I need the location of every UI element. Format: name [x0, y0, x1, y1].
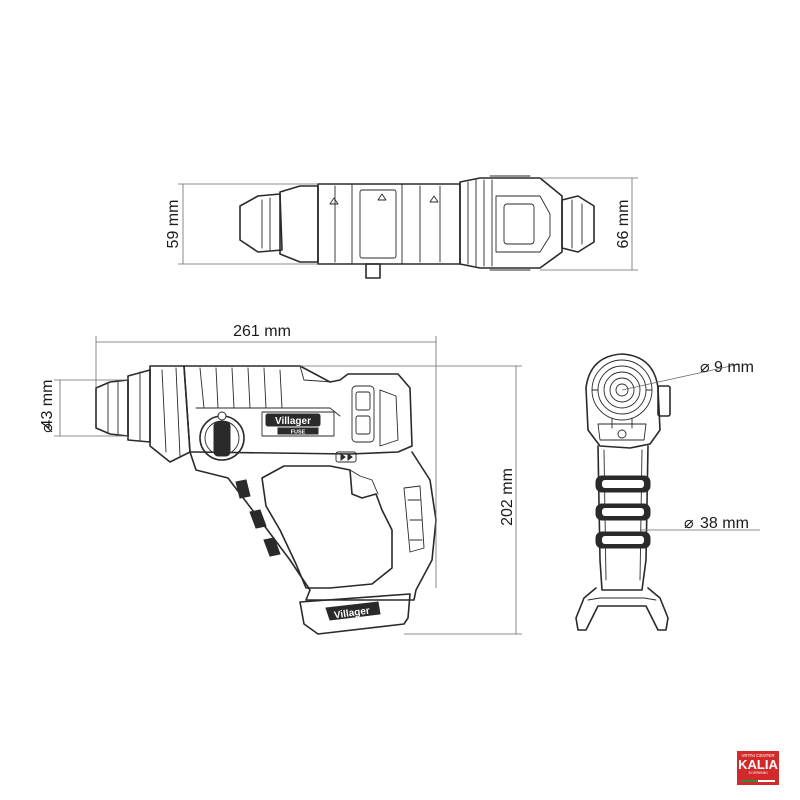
brand-label-base: Villager [333, 606, 370, 622]
front-view [575, 353, 671, 631]
diameter-symbol-grip: ⌀ [684, 515, 694, 532]
dim-grip-diameter-label: 38 mm [700, 515, 749, 532]
store-logo: VRTNI CENTER KALIA SI VERHNIKI [737, 751, 779, 785]
top-view-dimensions [178, 177, 638, 271]
dim-height-label: 202 mm [499, 468, 516, 526]
diameter-symbol-chuck: ⌀ [39, 423, 56, 433]
dim-bit-diameter-label: 9 mm [714, 359, 754, 376]
side-view-dimensions [54, 336, 522, 635]
brand-label-side: Villager [275, 416, 311, 427]
dim-top-height-rear-label: 66 mm [615, 200, 632, 249]
series-label-box [277, 427, 319, 435]
side-view: Villager FUSE Villager [95, 365, 437, 635]
dim-chuck-diameter: ⌀ 43 mm [39, 380, 56, 433]
logo-line3: SI VERHNIKI [748, 771, 768, 775]
diameter-symbol-bit: ⌀ [700, 359, 710, 376]
front-view-dimensions [621, 363, 760, 531]
dim-top-height-label: 59 mm [165, 200, 182, 249]
logo-stripe [741, 780, 775, 782]
dim-chuck-diameter-label: 43 mm [39, 380, 56, 429]
top-view [239, 175, 595, 279]
series-label: FUSE [291, 430, 306, 436]
dim-length-label: 261 mm [233, 323, 291, 340]
logo-line2: KALIA [738, 757, 778, 772]
logo-line1: VRTNI CENTER [741, 753, 775, 758]
brand-label-box [265, 413, 321, 427]
